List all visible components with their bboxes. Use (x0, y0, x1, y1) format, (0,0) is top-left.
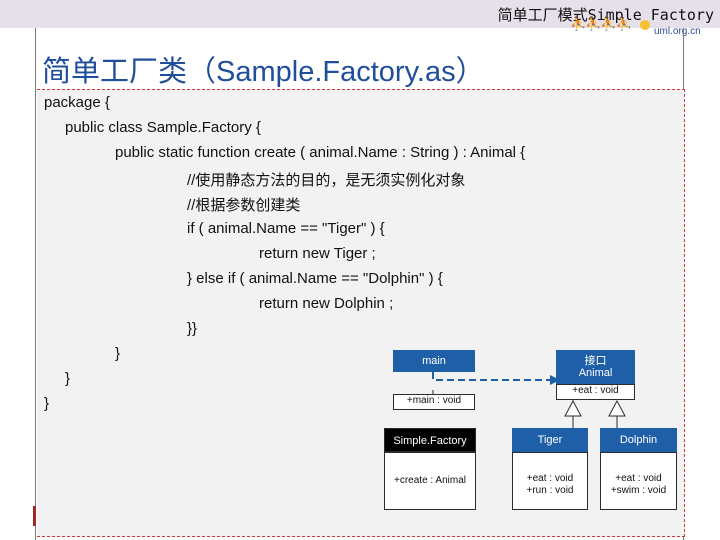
uml-animal-method: +eat : void (556, 384, 635, 400)
uml-class-main: main (393, 350, 475, 372)
site-logo: ⛹⛹⛹⛹ uml.org.cn (570, 16, 720, 44)
uml-interface-animal: 接口 Animal (556, 350, 635, 384)
people-icon: ⛹⛹⛹⛹ (570, 16, 632, 31)
code-line-3: public static function create ( animal.N… (115, 144, 526, 161)
tiger-inheritance-triangle (564, 399, 582, 417)
uml-class-tiger: Tiger (512, 428, 588, 452)
animal-stereotype: 接口 (584, 355, 607, 367)
code-line-10: }} (187, 320, 198, 337)
code-line-4: //使用静态方法的目的，是无须实例化对象 (187, 172, 466, 189)
dependency-arrowhead (550, 375, 560, 385)
dolphin-method-eat: +eat : void (615, 473, 662, 484)
code-line-5: //根据参数创建类 (187, 197, 301, 214)
uml-factory-method: +create : Animal (384, 452, 476, 510)
left-edge-marker (33, 506, 36, 526)
code-line-12: } (65, 370, 71, 387)
dependency-line (432, 372, 556, 381)
code-line-13: } (44, 395, 50, 412)
dolphin-inheritance-triangle (608, 399, 626, 417)
code-line-11: } (115, 345, 121, 362)
frame-left-border (35, 28, 36, 540)
tiger-method-eat: +eat : void (526, 473, 574, 484)
uml-class-dolphin: Dolphin (600, 428, 677, 452)
smiley-icon (640, 20, 650, 30)
uml-class-simple-factory: Simple.Factory (384, 428, 476, 452)
uml-tiger-methods: +eat : void +run : void (512, 452, 588, 510)
code-line-8: } else if ( animal.Name == "Dolphin" ) { (187, 270, 443, 287)
presentation-title: 简单工厂模式Simple Factory (497, 6, 714, 24)
code-line-6: if ( animal.Name == "Tiger" ) { (187, 220, 385, 237)
animal-name: Animal (578, 367, 613, 379)
uml-main-method: +main : void (393, 394, 475, 410)
uml-dolphin-methods: +eat : void +swim : void (600, 452, 677, 510)
code-line-7: return new Tiger ; (259, 245, 376, 262)
slide-title: 简单工厂类（Sample.Factory.as） (42, 56, 485, 88)
dolphin-method-swim: +swim : void (610, 485, 667, 496)
code-line-2: public class Sample.Factory { (65, 119, 261, 136)
top-banner: 简单工厂模式Simple Factory (0, 0, 720, 28)
code-line-9: return new Dolphin ; (259, 295, 394, 312)
logo-site-text: uml.org.cn (654, 26, 701, 37)
tiger-method-run: +run : void (526, 485, 574, 496)
code-line-1: package { (44, 94, 110, 111)
